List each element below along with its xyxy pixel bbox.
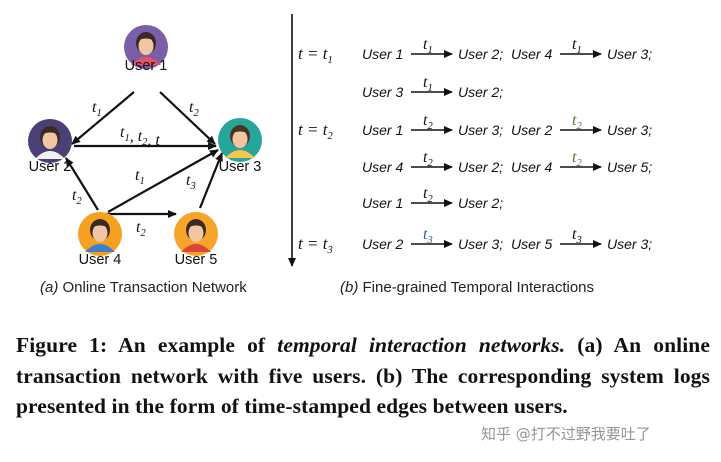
log-target: User 3; [607,122,652,138]
log-time-label: t1 [423,36,433,56]
log-target: User 5; [607,159,652,175]
log-time-label: t2 [423,112,433,132]
log-source: User 5 [511,236,552,252]
figure-label: Figure 1: [16,333,108,357]
log-source: User 4 [511,46,552,62]
network-caption: (a) Online Transaction Network [40,279,247,296]
network-edges [65,91,224,218]
log-time-label: t2 [423,149,433,169]
log-target: User 2; [458,195,503,211]
log-time-label: t3 [423,226,433,246]
log-time-label: t3 [572,226,582,246]
caption-part2: (a) An online transaction network with f… [16,333,710,418]
edge-label-u5-u3: t3 [186,172,196,192]
time-marker-t1: t = t1 [298,44,333,66]
user-label-u2: User 2 [29,159,72,175]
log-target: User 3; [458,236,503,252]
edge-label-u4-u3: t1 [135,167,145,187]
user-label-u1: User 1 [125,58,168,74]
log-time-label: t2 [572,112,582,132]
edge-labels: t1 t2 t1, t2, t t1 t3 t2 t2 [72,99,199,239]
user-avatars: User 1 User 2 User 3 User 4 User 5 [28,25,262,268]
caption-part1: An example of [118,333,266,357]
avatar-u2: User 2 [28,119,72,175]
log-source: User 1 [362,195,403,211]
edge-label-u4-u5: t2 [136,219,146,239]
log-source: User 4 [362,159,403,175]
avatar-u1: User 1 [124,25,168,74]
edge-u1-u2 [71,91,135,145]
time-marker-t3: t = t3 [298,234,333,256]
log-target: User 2; [458,46,503,62]
edge-label-u2-u3: t1, t2, t [120,124,160,149]
edge-u5-u3 [198,152,224,209]
log-source: User 1 [362,46,403,62]
log-target: User 3; [607,46,652,62]
avatar-u3: User 3 [218,118,262,175]
caption-emphasis: temporal interaction networks. [277,333,566,357]
log-target: User 3; [607,236,652,252]
edge-u4-u2 [65,157,99,211]
avatar-u5: User 5 [174,212,218,268]
time-marker-t2: t = t2 [298,120,333,142]
log-time-label: t2 [423,185,433,205]
watermark: 知乎 @打不过野我要吐了 [481,425,651,443]
edge-u4-u3 [107,149,219,213]
log-source: User 1 [362,122,403,138]
logs-caption: (b) Fine-grained Temporal Interactions [340,279,594,296]
user-label-u4: User 4 [79,252,122,268]
log-target: User 2; [458,159,503,175]
figure-caption: Figure 1: An example of temporal interac… [16,330,710,422]
log-target: User 2; [458,84,503,100]
avatar-u4: User 4 [78,212,122,268]
edge-label-u4-u2: t2 [72,187,82,207]
user-label-u5: User 5 [175,252,218,268]
edge-u1-u3 [159,91,216,145]
edge-label-u1-u2: t1 [92,99,102,119]
log-target: User 3; [458,122,503,138]
figure: t1 t2 t1, t2, t t1 t3 t2 t2 User 1 User 2… [28,14,652,296]
network-caption-text: Online Transaction Network [58,279,247,296]
edge-label-u1-u3: t2 [189,99,199,119]
log-source: User 3 [362,84,403,100]
log-time-label: t2 [572,149,582,169]
log-source: User 2 [511,122,552,138]
log-time-label: t1 [423,74,433,94]
user-label-u3: User 3 [219,159,262,175]
log-source: User 4 [511,159,552,175]
log-source: User 2 [362,236,403,252]
log-time-label: t1 [572,36,582,56]
